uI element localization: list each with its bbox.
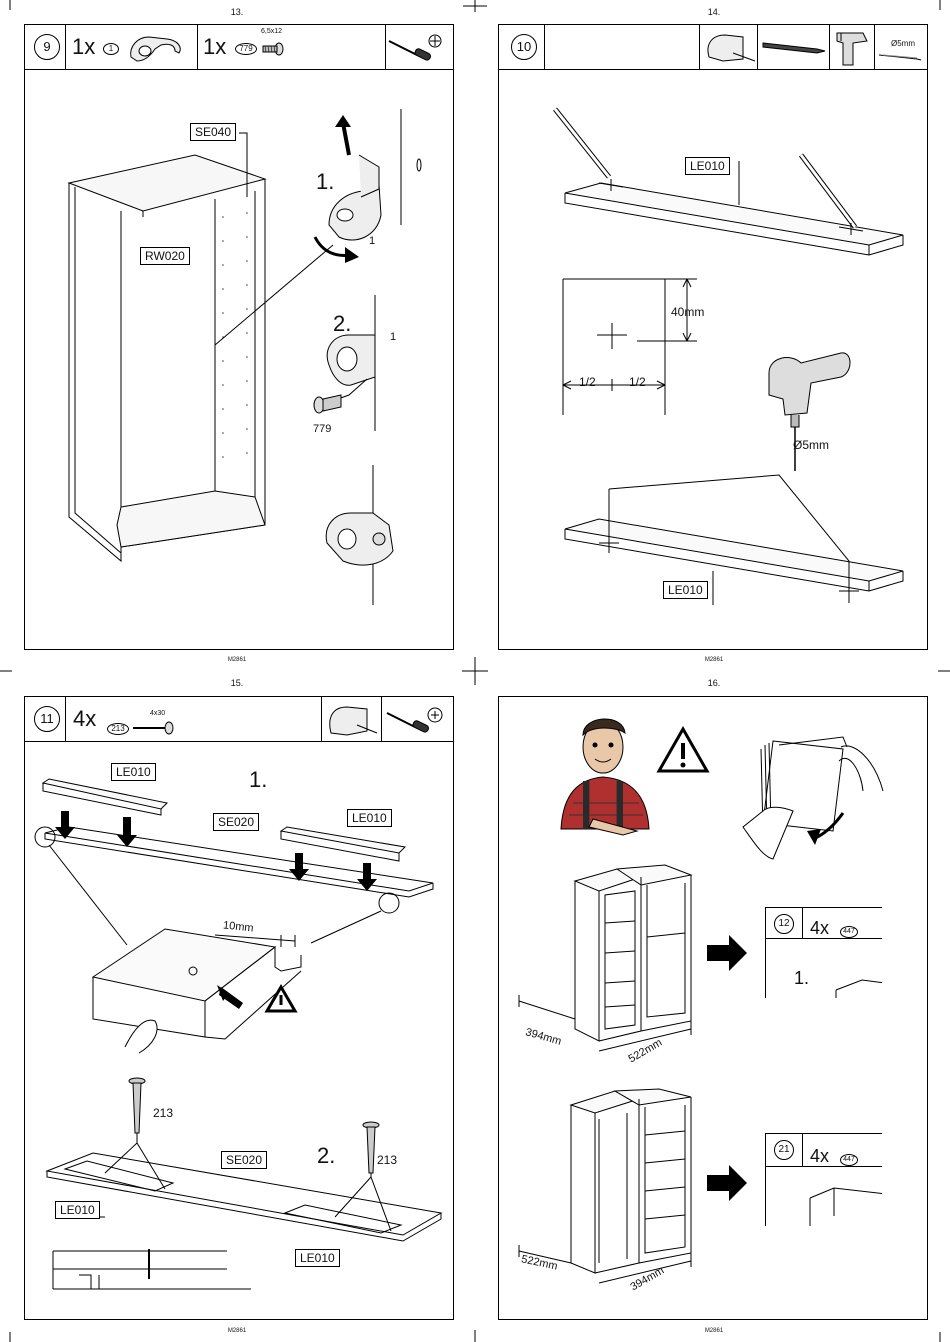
wardrobe-frame-illustration (65, 145, 285, 565)
screwdriver-icon (387, 33, 447, 63)
dim-drill: Ø5mm (793, 438, 829, 452)
label-le010-bottom: LE010 (663, 581, 708, 599)
step-number: 12 (774, 914, 794, 934)
callout-213-b: 213 (377, 1153, 397, 1167)
part-id: 447 (840, 1154, 858, 1166)
cabinet-corner-thumbnail (806, 1186, 882, 1226)
pencil-icon (761, 37, 827, 57)
drill-bit-size: Ø5mm (891, 39, 915, 48)
step-number: 10 (511, 34, 537, 60)
part-size: 6,5x12 (261, 28, 282, 35)
part-qty: 1x (203, 34, 226, 60)
screw-icon (131, 721, 175, 735)
step-one-label: 1. (249, 767, 267, 793)
cabinet-corner-thumbnail (832, 974, 882, 998)
label-le010-top: LE010 (685, 157, 730, 175)
label-rw020: RW020 (140, 247, 190, 265)
drill-icon (833, 27, 873, 67)
step-panel-10: 10 Ø5mm (498, 24, 928, 650)
label-se040: SE040 (190, 123, 236, 141)
screwdriver-icon (385, 705, 449, 735)
part-qty: 4x (73, 706, 96, 732)
label-le010-b: LE010 (347, 809, 392, 827)
callout-1: 1 (369, 235, 375, 247)
label-se020-b: SE020 (221, 1151, 267, 1169)
tools-header: 10 Ø5mm (499, 25, 927, 70)
callout-1: 1 (390, 331, 396, 343)
screw-icon (261, 41, 285, 57)
callout-779: 779 (313, 423, 331, 435)
label-le010-c: LE010 (55, 1201, 100, 1219)
part-size: 4x30 (150, 710, 165, 717)
step-panel-9: 9 1x 1 1x 779 6,5x12 (24, 24, 454, 650)
dimension-drawing (557, 275, 737, 435)
arrow-right-icon (705, 1163, 749, 1203)
label-le010-d: LE010 (295, 1249, 340, 1267)
dim-half-right: 1/2 (629, 375, 646, 389)
shelf-drilling-illustration (499, 465, 919, 635)
parts-header: 11 4x 213 4x30 (25, 697, 453, 742)
drill-illustration (761, 343, 861, 473)
booklet-flip-illustration (743, 731, 893, 861)
callout-213-a: 213 (153, 1106, 173, 1120)
cam-fitting-detail-2 (309, 295, 409, 435)
step-number: 11 (34, 706, 60, 732)
part-id: 447 (840, 926, 858, 938)
step-number: 21 (774, 1140, 794, 1160)
step-one-label: 1. (316, 169, 334, 195)
step-panel-11: 11 4x 213 4x30 (24, 696, 454, 1320)
parts-header: 9 1x 1 1x 779 6,5x12 (25, 25, 453, 70)
step-number: 9 (34, 34, 60, 60)
shelf-marking-illustration (499, 95, 919, 265)
dim-depth: 40mm (671, 305, 704, 319)
section-detail (51, 1247, 251, 1307)
part-qty: 4x (810, 918, 829, 939)
sub-step-label: 1. (794, 968, 809, 989)
cam-bracket-icon (323, 699, 379, 739)
part-id: 213 (107, 723, 129, 735)
goto-step-12-preview[interactable]: 12 4x 447 1. (765, 907, 882, 998)
step-two-label: 2. (333, 311, 351, 337)
goto-step-21-preview[interactable]: 21 4x 447 (765, 1133, 882, 1226)
label-se020-a: SE020 (213, 813, 259, 831)
instructions-panel: 394mm 522mm 12 4x 447 1. 522mm 394mm (498, 696, 928, 1320)
cam-bracket-icon (125, 29, 185, 65)
part-id: 779 (235, 43, 257, 55)
leader-line (239, 131, 279, 201)
part-id: 1 (103, 43, 119, 55)
part-qty: 1x (72, 34, 95, 60)
dim-half-left: 1/2 (579, 375, 596, 389)
part-qty: 4x (810, 1146, 829, 1167)
cam-fitting-detail-3 (323, 465, 423, 615)
warning-icon (655, 725, 711, 775)
arrow-right-icon (705, 933, 749, 973)
label-le010-a: LE010 (111, 763, 156, 781)
step-two-label: 2. (317, 1143, 335, 1169)
cam-bracket-icon (703, 29, 755, 65)
drill-bit-icon (877, 51, 923, 63)
